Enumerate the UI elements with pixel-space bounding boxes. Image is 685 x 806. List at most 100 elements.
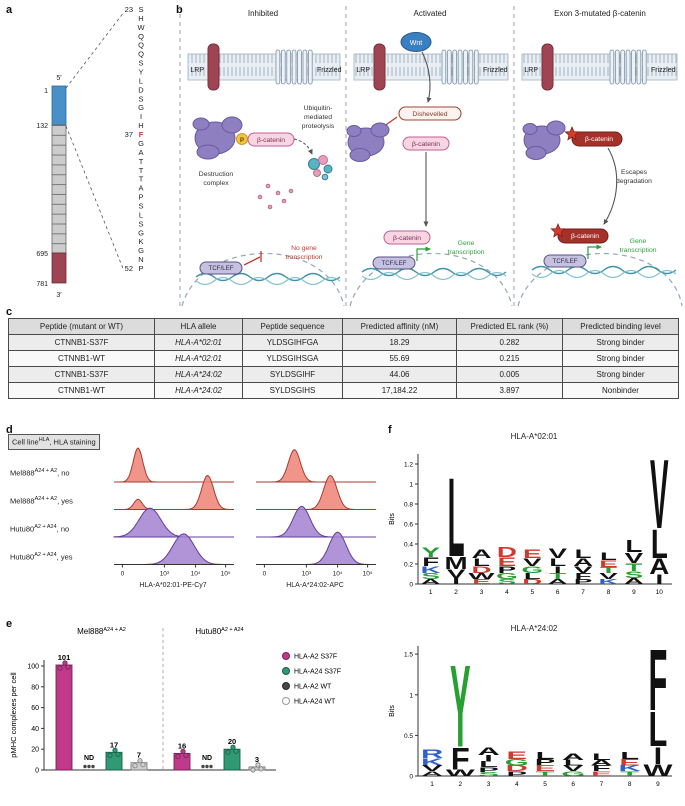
- cell-line-hla-sup: A24 + A2: [34, 496, 58, 502]
- residue-letter: I: [140, 112, 142, 121]
- flow-curve: [114, 447, 234, 483]
- cell-line-hla-sup: A2 + A24: [34, 552, 57, 558]
- escapes-degradation-label-line1: Escapes: [621, 169, 648, 176]
- residue-132-label: 132: [36, 123, 48, 130]
- logo-letter: P: [478, 766, 499, 773]
- residue-letter: D: [138, 85, 144, 94]
- y-tick-label: 1: [409, 692, 413, 699]
- flow-cytometry-panel: Cell lineHLA, HLA staining Mel888A24 + A…: [8, 432, 380, 614]
- table-cell: HLA-A*24:02: [154, 382, 243, 399]
- residue-letter: S: [138, 59, 143, 68]
- dishevelled-pill: [398, 106, 462, 121]
- data-point: [57, 665, 63, 671]
- cell-line-name: Mel888: [10, 496, 35, 506]
- position-label: 6: [556, 589, 560, 596]
- tcf-lef-pill: [543, 254, 587, 268]
- logo-letter: W: [446, 768, 476, 778]
- data-point: [205, 764, 209, 769]
- logo-letter: T: [536, 770, 555, 777]
- lrp-label: LRP: [356, 67, 370, 74]
- logo-letter: L: [524, 572, 541, 581]
- nuclear-membrane: [349, 253, 513, 307]
- x-tick-label: 10⁵: [363, 571, 373, 578]
- position-label: 9: [632, 589, 636, 596]
- y-tick-label: 60: [31, 705, 39, 712]
- frizzled-label: Frizzled: [317, 67, 342, 74]
- proteasome-cluster: [308, 155, 333, 181]
- tcf-lef-pill: [372, 256, 416, 270]
- logo-letter: F: [648, 636, 667, 729]
- residue-number: 37: [125, 130, 133, 139]
- legend-swatch: [282, 652, 290, 660]
- logo-letter: K: [619, 764, 642, 773]
- sequence-logo-hla-a2: 00.20.40.60.811.21YFKSA2LMVI3ALDWE4DEPGS…: [389, 444, 672, 596]
- residue-letter: A: [138, 184, 143, 193]
- beta-catenin-label: β-catenin: [257, 137, 285, 144]
- table-cell: YLDSGIHFGA: [242, 334, 343, 351]
- logo-letter: L: [651, 522, 668, 568]
- data-point: [225, 749, 231, 755]
- data-point: [209, 764, 213, 769]
- logo-letter: F: [592, 764, 611, 773]
- section-title-activated: Activated: [414, 9, 447, 18]
- flow-curve: [113, 507, 234, 538]
- logo-letter: V: [548, 545, 567, 561]
- data-point: [91, 764, 95, 769]
- logo-letter: E: [523, 547, 542, 561]
- logo-letter: E: [591, 770, 612, 777]
- x-tick-label: 10³: [160, 571, 170, 578]
- data-point: [115, 751, 121, 757]
- phospho-label: P: [240, 138, 244, 144]
- staining-state: , yes: [57, 496, 73, 506]
- table-header-cell: Predicted affinity (nM): [342, 318, 457, 335]
- ubiquitin-label-line2: mediated: [304, 114, 332, 121]
- table-cell: 44.06: [342, 366, 457, 383]
- tcf-lef-label: TCF/LEF: [381, 260, 406, 267]
- table-cell: 0.215: [456, 350, 563, 367]
- data-point: [175, 753, 181, 759]
- panel-b-label: b: [176, 4, 183, 16]
- logo-letter: I: [654, 742, 663, 769]
- logo-letter: A: [590, 758, 612, 767]
- panel-e-label: e: [6, 618, 13, 630]
- logo-letter: L: [448, 456, 465, 581]
- y-tick-label: 0.5: [404, 733, 413, 740]
- nuclear-membrane: [181, 253, 345, 307]
- flow-xlabel-hla-a2: HLA-A*02:01-PE-Cy7: [139, 582, 207, 589]
- logo-letter: I: [655, 571, 663, 587]
- lrp-receptor: [541, 43, 554, 91]
- data-point: [140, 762, 146, 768]
- logo-letter: F: [422, 555, 439, 569]
- residue-number: 52: [125, 264, 133, 273]
- frizzled-receptor: [441, 49, 479, 85]
- lrp-receptor: [373, 43, 386, 91]
- flow-row-label: Hutu80A2 + A24, yes: [10, 552, 104, 562]
- y-tick-label: 0: [409, 774, 413, 781]
- legend-label: HLA-A24 S37F: [294, 669, 341, 676]
- residue-781-label: 781: [36, 281, 48, 288]
- logo-letter: L: [625, 536, 642, 556]
- legend-label: HLA-A24 WT: [294, 699, 336, 706]
- logo-letter: I: [452, 577, 460, 586]
- table-cell: 17,184.22: [342, 382, 457, 399]
- legend-label: HLA-A2 S37F: [294, 654, 337, 661]
- logo-letter: E: [472, 578, 491, 585]
- zoom-connector-bottom: [65, 125, 125, 272]
- logo-letter: G: [505, 757, 529, 767]
- logo-letter: Y: [421, 544, 440, 560]
- cell-line-hla-sup: A2 + A24: [34, 524, 57, 530]
- bar-value-label: 3: [255, 755, 259, 764]
- table-cell: Strong binder: [562, 334, 679, 351]
- bar-value-label: 101: [58, 653, 71, 662]
- cell-line-name: Mel888: [10, 468, 35, 478]
- logo-letter: G: [496, 572, 518, 581]
- data-point: [230, 744, 236, 750]
